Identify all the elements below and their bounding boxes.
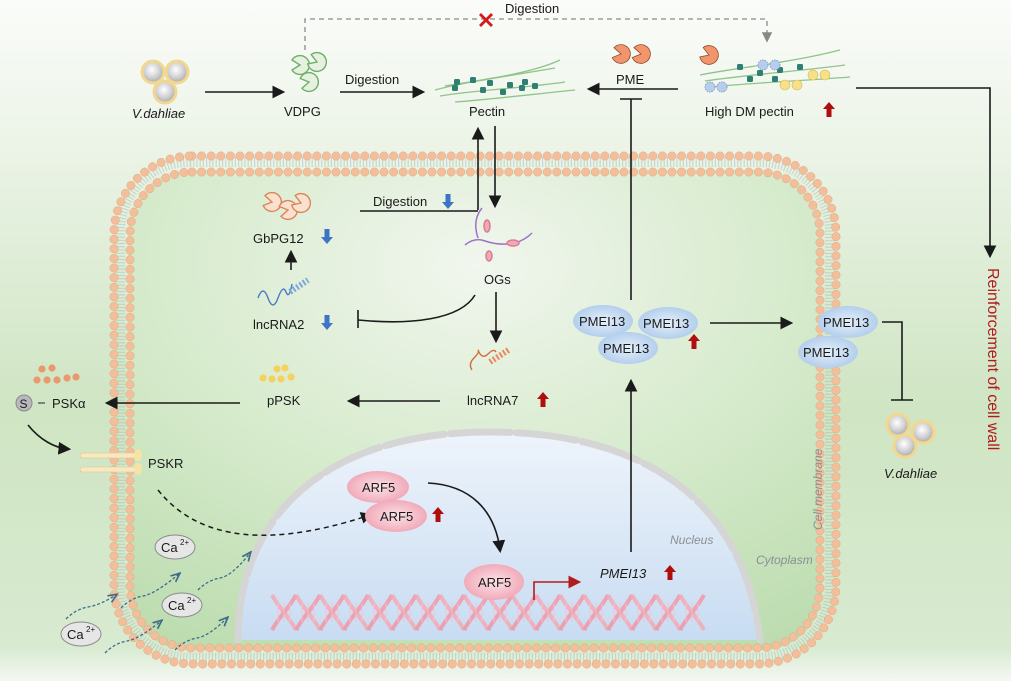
label-gbpg12: GbPG12	[253, 231, 304, 246]
svg-text:Ca: Ca	[168, 598, 185, 613]
ca-ion: Ca 2+	[161, 592, 203, 618]
label-cytoplasm: Cytoplasm	[756, 553, 813, 567]
svg-text:PMEI13: PMEI13	[579, 314, 625, 329]
calcium-influx-arrows	[65, 553, 250, 654]
svg-text:PMEI13: PMEI13	[643, 316, 689, 331]
label-s-badge: S	[20, 397, 28, 411]
inhibit-pmei13-to-vdahliae	[882, 321, 903, 400]
arf5-bound-protein: ARF5	[464, 564, 524, 600]
svg-text:PMEI13: PMEI13	[803, 345, 849, 360]
label-pectin: Pectin	[469, 104, 505, 119]
arrow-pskr-to-arf5	[157, 489, 373, 536]
svg-text:2+: 2+	[187, 596, 196, 605]
pmei13-protein: PMEI13	[598, 332, 658, 364]
label-lncrna2: lncRNA2	[253, 317, 304, 332]
svg-text:PMEI13: PMEI13	[823, 315, 869, 330]
label-vdahliae-right: V.dahliae	[884, 466, 937, 481]
ppsk-peptides-icon	[259, 364, 295, 383]
label-ogs: OGs	[484, 272, 511, 287]
blocked-digestion-path	[304, 18, 773, 50]
svg-text:ARF5: ARF5	[362, 480, 395, 495]
dna-helix	[270, 594, 706, 631]
label-pska: PSKα	[52, 396, 86, 411]
svg-text:Ca: Ca	[161, 540, 178, 555]
ca-ion: Ca 2+	[60, 621, 102, 647]
label-nucleus: Nucleus	[670, 533, 713, 547]
arrow-pska-to-pskr	[27, 424, 72, 455]
svg-text:ARF5: ARF5	[380, 509, 413, 524]
arrow-arf5-to-dna	[427, 482, 506, 554]
ogs-icon	[464, 207, 533, 262]
pectin-fibers-icon	[434, 59, 576, 103]
pska-peptides-icon	[33, 364, 80, 384]
label-vdahliae-top: V.dahliae	[132, 106, 185, 121]
ca-ion: Ca 2+	[154, 534, 196, 560]
label-digestion-blocked: Digestion	[505, 1, 559, 16]
arf5-protein: ARF5	[365, 500, 427, 532]
svg-text:PMEI13: PMEI13	[603, 341, 649, 356]
svg-text:ARF5: ARF5	[478, 575, 511, 590]
blocked-x-icon	[479, 13, 493, 27]
label-vdpg: VDPG	[284, 104, 321, 119]
label-pskr: PSKR	[148, 456, 183, 471]
pmei13-protein: PMEI13	[638, 307, 698, 339]
high-dm-pectin-icon	[699, 49, 851, 93]
transcription-arrow	[533, 575, 582, 600]
inhibit-ogs-to-lncrna2	[357, 294, 476, 323]
label-ppsk: pPSK	[267, 393, 301, 408]
svg-text:2+: 2+	[180, 538, 189, 547]
pmei13-protein: PMEI13	[573, 305, 633, 337]
label-digestion-vdpg: Digestion	[345, 72, 399, 87]
pmei13-membrane-protein: PMEI13	[818, 306, 878, 338]
calcium-ions: Ca 2+ Ca 2+ Ca 2+	[60, 534, 203, 647]
label-cell-membrane: Cell membrane	[811, 448, 825, 530]
label-pme: PME	[616, 72, 645, 87]
label-digestion-gbpg: Digestion	[373, 194, 427, 209]
pskr-receptor-icon	[79, 449, 142, 475]
label-high-dm-pectin: High DM pectin	[705, 104, 794, 119]
arrow-to-reinforcement	[856, 87, 997, 259]
arf5-protein: ARF5	[347, 471, 409, 503]
svg-text:Ca: Ca	[67, 627, 84, 642]
lncrna2-icon	[257, 277, 310, 306]
label-pmei13-gene: PMEI13	[600, 566, 647, 581]
label-reinforcement: Reinforcement of cell wall	[984, 268, 1001, 450]
nuclear-envelope	[234, 428, 764, 644]
pmei13-membrane-protein: PMEI13	[798, 336, 858, 368]
lncrna7-icon	[469, 346, 512, 371]
label-lncrna7: lncRNA7	[467, 393, 518, 408]
svg-text:2+: 2+	[86, 625, 95, 634]
sulfate-badge	[15, 394, 33, 412]
